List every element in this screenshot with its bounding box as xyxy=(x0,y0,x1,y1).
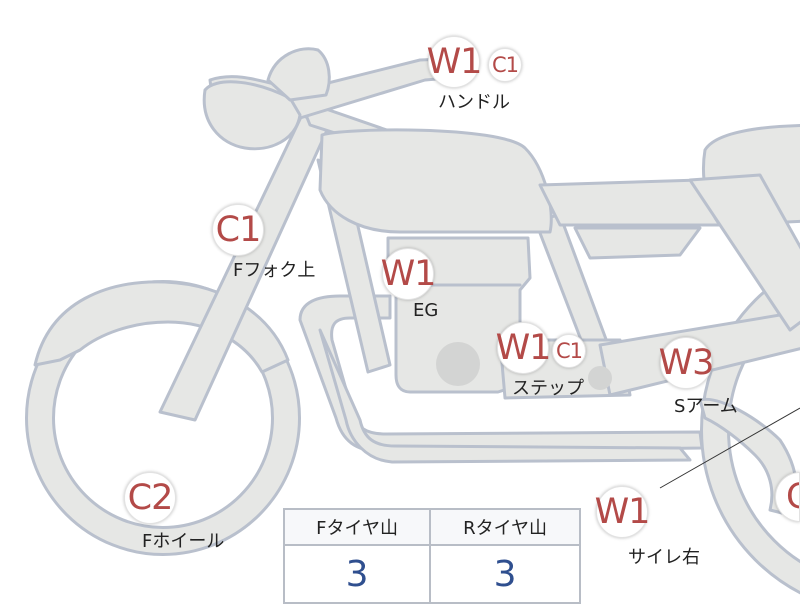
fuel-tank xyxy=(318,128,553,234)
label-step: ステップ xyxy=(512,378,584,399)
value-front-tire: 3 xyxy=(282,544,432,604)
step-peg xyxy=(588,366,612,390)
badge-eg-code: W1 xyxy=(381,248,436,300)
header-front-tire: Fタイヤ山 xyxy=(282,508,432,546)
label-sarm: Sアーム xyxy=(674,396,738,417)
label-handle: ハンドル xyxy=(438,92,510,113)
badge-sirei-code: W1 xyxy=(595,486,650,538)
label-ffork: Fフォク上 xyxy=(233,260,316,281)
badge-step-sub: C1 xyxy=(552,334,586,368)
badge-fwheel-code: C2 xyxy=(124,472,176,524)
badge-handle-sub: C1 xyxy=(488,48,522,82)
label-sirei: サイレ右 xyxy=(628,547,700,568)
badge-step-code: W1 xyxy=(496,322,551,374)
engine-cover xyxy=(436,342,480,386)
instrument xyxy=(266,47,331,102)
header-rear-tire: Rタイヤ山 xyxy=(429,508,581,546)
label-eg: EG xyxy=(413,300,439,321)
badge-handle-code: W1 xyxy=(427,36,482,88)
value-rear-tire: 3 xyxy=(429,544,581,604)
tire-tread-table: Fタイヤ山 Rタイヤ山 3 3 xyxy=(282,508,581,604)
badge-sarm-code: W3 xyxy=(659,337,714,389)
badge-ffork-code: C1 xyxy=(212,204,264,256)
headlight xyxy=(202,80,302,151)
label-fwheel: Fホイール xyxy=(142,531,225,552)
leader-line xyxy=(659,407,800,489)
